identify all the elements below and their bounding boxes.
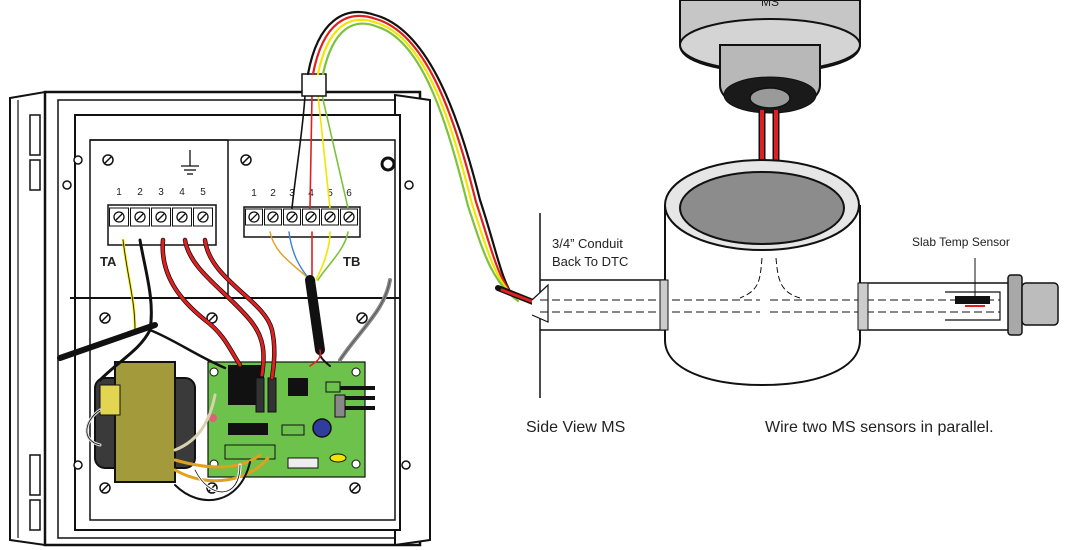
tb-terminal-4 <box>302 208 320 226</box>
ic-chip <box>228 423 268 435</box>
tb-number-2: 2 <box>270 188 276 199</box>
transformer <box>94 361 196 483</box>
circuit-board <box>207 361 375 478</box>
tb-terminal-2 <box>264 208 282 226</box>
ta-label: TA <box>100 254 117 269</box>
sensor-cable <box>306 11 541 307</box>
ms-junction-cylinder <box>664 159 861 387</box>
ta-terminal-1 <box>109 207 129 227</box>
tb-terminal-1 <box>245 208 263 226</box>
ground-symbol-icon <box>181 150 199 175</box>
ta-terminal-numbers: 1 2 3 4 5 <box>116 187 206 198</box>
tb-terminal-3 <box>283 208 301 226</box>
ta-terminal-5 <box>193 207 213 227</box>
side-view-label: Side View MS <box>526 419 625 436</box>
tb-number-3: 3 <box>289 188 295 199</box>
ta-terminal-4 <box>172 207 192 227</box>
slab-temp-sensor: Slab Temp Sensor <box>770 235 1059 336</box>
slab-sensor-label: Slab Temp Sensor <box>912 235 1010 249</box>
terminal-block-tb <box>243 206 361 238</box>
chip <box>288 378 308 396</box>
tb-number-4: 4 <box>308 188 314 199</box>
ta-number-5: 5 <box>200 187 206 198</box>
tb-terminal-5 <box>321 208 339 226</box>
ta-terminal-3 <box>151 207 171 227</box>
ms-top-label: MS <box>761 0 779 9</box>
tb-label: TB <box>343 254 360 269</box>
tb-terminal-6 <box>340 208 358 226</box>
conduit <box>531 213 760 398</box>
conduit-label-line2: Back To DTC <box>552 254 628 269</box>
ta-terminal-2 <box>130 207 150 227</box>
ta-number-3: 3 <box>158 187 164 198</box>
parallel-note: Wire two MS sensors in parallel. <box>765 419 994 436</box>
tb-terminal-numbers: 1 2 3 4 5 6 <box>251 188 352 199</box>
ta-number-1: 1 <box>116 187 122 198</box>
tb-number-6: 6 <box>346 188 352 199</box>
capacitor <box>312 418 332 438</box>
conduit-label-line1: 3/4” Conduit <box>552 236 623 251</box>
ta-number-2: 2 <box>137 187 143 198</box>
internal-wiring <box>57 73 392 501</box>
tb-number-5: 5 <box>327 188 333 199</box>
tb-number-1: 1 <box>251 188 257 199</box>
ta-number-4: 4 <box>179 187 185 198</box>
